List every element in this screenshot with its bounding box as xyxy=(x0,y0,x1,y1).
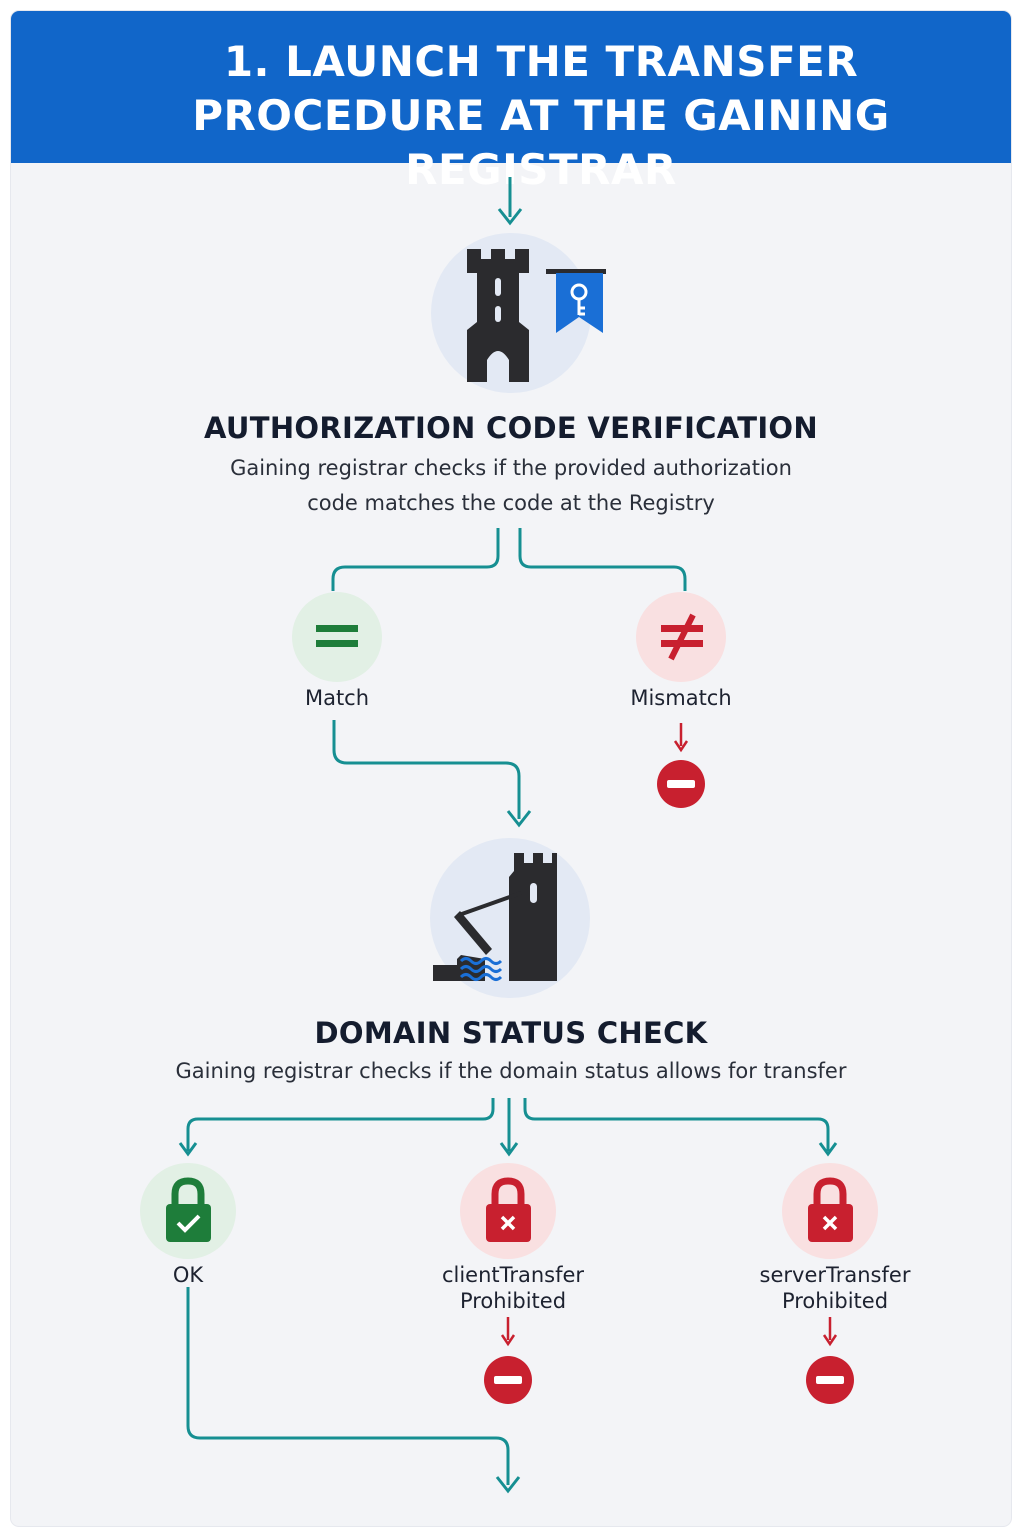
lock-x-icon xyxy=(486,1177,531,1242)
server-transfer-stop xyxy=(806,1317,854,1404)
connector-match-to-status xyxy=(332,720,532,828)
domain-status-step-title: DOMAIN STATUS CHECK xyxy=(314,1016,708,1050)
lock-x-icon xyxy=(808,1177,853,1242)
connector-step1-split xyxy=(331,528,687,591)
ok-node xyxy=(140,1163,236,1259)
not-equal-icon xyxy=(661,613,703,661)
domain-status-step-description: Gaining registrar checks if the domain s… xyxy=(175,1059,847,1083)
drawbridge-tower-icon xyxy=(430,838,590,998)
mismatch-stop xyxy=(657,723,705,808)
stop-icon xyxy=(657,760,705,808)
connector-ok-continue xyxy=(186,1287,521,1494)
server-transfer-prohibited-node xyxy=(782,1163,878,1259)
equals-icon xyxy=(316,625,358,647)
stop-icon xyxy=(806,1356,854,1404)
match-label: Match xyxy=(304,686,370,710)
page-title: 1. LAUNCH THE TRANSFER PROCEDURE AT THE … xyxy=(192,37,890,194)
mismatch-node xyxy=(636,592,726,682)
match-node xyxy=(292,592,382,682)
mismatch-label: Mismatch xyxy=(630,686,732,710)
client-transfer-prohibited-label: clientTransfer Prohibited xyxy=(441,1263,585,1313)
auth-code-step-title: AUTHORIZATION CODE VERIFICATION xyxy=(204,411,818,445)
connector-start xyxy=(497,177,523,226)
lock-check-icon xyxy=(166,1177,211,1242)
castle-key-flag-icon xyxy=(431,233,606,393)
auth-code-step-description: Gaining registrar checks if the provided… xyxy=(230,456,792,515)
client-transfer-prohibited-node xyxy=(460,1163,556,1259)
flow-card: 1. LAUNCH THE TRANSFER PROCEDURE AT THE … xyxy=(11,11,1011,1526)
header-banner: 1. LAUNCH THE TRANSFER PROCEDURE AT THE … xyxy=(11,11,1011,194)
stop-icon xyxy=(484,1356,532,1404)
client-transfer-stop xyxy=(484,1317,532,1404)
ok-label: OK xyxy=(172,1263,204,1287)
connector-step2-split xyxy=(178,1098,838,1157)
flow-diagram xyxy=(140,177,878,1494)
server-transfer-prohibited-label: serverTransfer Prohibited xyxy=(759,1263,911,1313)
